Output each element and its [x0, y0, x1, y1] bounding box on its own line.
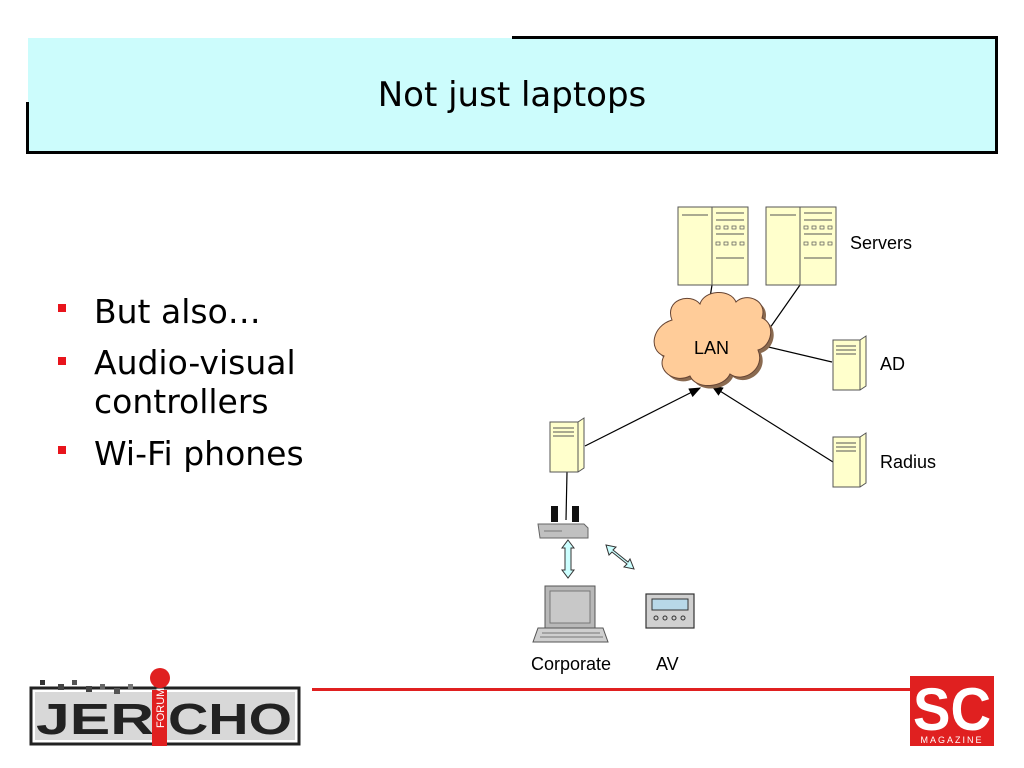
svg-text:JER: JER — [36, 695, 154, 744]
laptop-icon — [532, 585, 609, 643]
connector-proxy-accesspoint — [565, 471, 568, 521]
av-label: AV — [656, 654, 679, 674]
connector-proxy-lan — [584, 387, 702, 447]
svg-text:MAGAZINE: MAGAZINE — [920, 735, 983, 745]
wireless-link-icon — [561, 539, 575, 579]
title-frame-top — [512, 36, 998, 39]
radius-server-icon — [832, 432, 867, 488]
server-icon — [677, 206, 749, 286]
footer-divider — [312, 688, 910, 691]
connector-radius-lan — [710, 385, 834, 463]
svg-text:SC: SC — [913, 676, 991, 743]
ad-server-icon — [832, 335, 867, 391]
wireless-link-icon — [605, 544, 635, 570]
connector-lan-ad — [759, 344, 833, 363]
title-background — [28, 38, 996, 152]
corporate-label: Corporate — [531, 654, 611, 674]
radius-label: Radius — [880, 452, 936, 472]
svg-text:FORUM: FORUM — [155, 688, 167, 728]
title-frame-right — [995, 36, 998, 154]
slide-title: Not just laptops — [377, 75, 647, 115]
lan-label: LAN — [694, 338, 729, 358]
lan-cloud-icon — [653, 292, 774, 389]
svg-text:CHO: CHO — [168, 695, 292, 744]
bullet-item: But also… — [56, 286, 376, 339]
proxy-server-icon — [549, 417, 585, 473]
av-controller-icon — [645, 593, 695, 629]
sc-magazine-logo: SC MAGAZINE — [910, 676, 994, 746]
title-frame-left — [26, 102, 29, 154]
access-point-icon — [537, 506, 589, 539]
title-frame-bottom — [26, 151, 998, 154]
server-icon — [765, 206, 837, 286]
servers-label: Servers — [850, 233, 912, 253]
bullet-item: Audio-visual controllers — [56, 343, 376, 422]
bullet-item: Wi-Fi phones — [56, 428, 376, 481]
ad-label: AD — [880, 354, 905, 374]
bullet-list: But also… Audio-visual controllers Wi-Fi… — [56, 286, 376, 481]
jericho-forum-logo: JER FORUM CHO — [29, 668, 301, 746]
